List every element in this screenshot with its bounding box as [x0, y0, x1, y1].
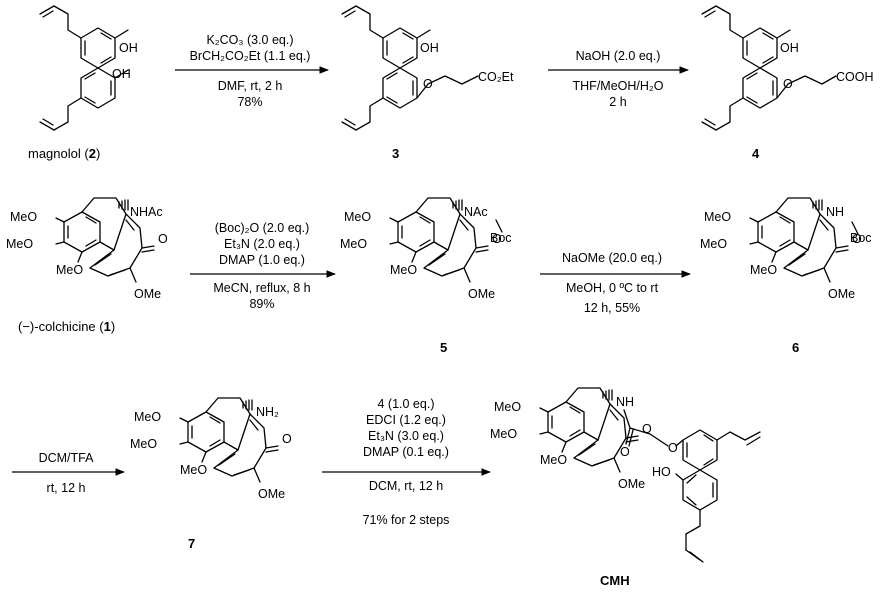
- svg-text:(Boc)₂O (2.0 eq.): (Boc)₂O (2.0 eq.): [215, 221, 309, 235]
- compound-4: OH O COOH 4: [701, 5, 874, 161]
- svg-text:O: O: [492, 232, 502, 246]
- svg-text:DCM, rt, 12 h: DCM, rt, 12 h: [369, 479, 443, 493]
- svg-text:NAc: NAc: [464, 205, 488, 219]
- svg-text:EDCI (1.2 eq.): EDCI (1.2 eq.): [366, 413, 446, 427]
- svg-text:MeCN, reflux, 8 h: MeCN, reflux, 8 h: [213, 281, 310, 295]
- arrow-step-3: (Boc)₂O (2.0 eq.) Et₃N (2.0 eq.) DMAP (1…: [190, 221, 336, 311]
- compound-3: OH O CO₂Et 3: [341, 5, 514, 161]
- svg-text:DMAP (1.0 eq.): DMAP (1.0 eq.): [219, 253, 305, 267]
- svg-text:NaOH (2.0 eq.): NaOH (2.0 eq.): [576, 49, 661, 63]
- svg-text:THF/MeOH/H₂O: THF/MeOH/H₂O: [573, 79, 664, 93]
- svg-text:OMe: OMe: [258, 487, 285, 501]
- svg-text:2 h: 2 h: [609, 95, 626, 109]
- atom-oh-top: OH: [119, 41, 138, 55]
- atom-oh: OH: [780, 41, 799, 55]
- label-compound-4: 4: [752, 146, 760, 161]
- svg-text:MeO: MeO: [704, 210, 731, 224]
- svg-text:MeO: MeO: [700, 237, 727, 251]
- svg-text:DMF, rt, 2 h: DMF, rt, 2 h: [218, 79, 283, 93]
- svg-text:Et₃N (2.0 eq.): Et₃N (2.0 eq.): [224, 237, 300, 251]
- svg-text:4 (1.0 eq.): 4 (1.0 eq.): [378, 397, 435, 411]
- svg-text:OMe: OMe: [134, 287, 161, 301]
- svg-text:MeO: MeO: [750, 263, 777, 277]
- svg-text:MeO: MeO: [134, 410, 161, 424]
- svg-text:MeO: MeO: [56, 263, 83, 277]
- svg-text:MeO: MeO: [390, 263, 417, 277]
- compound-magnolol: OH OH magnolol (2): [28, 5, 138, 161]
- atom-o: O: [783, 77, 793, 91]
- svg-text:78%: 78%: [237, 95, 262, 109]
- svg-text:BrCH₂CO₂Et (1.1 eq.): BrCH₂CO₂Et (1.1 eq.): [190, 49, 311, 63]
- atom-oh-bottom: OH: [112, 67, 131, 81]
- svg-text:MeO: MeO: [340, 237, 367, 251]
- svg-text:89%: 89%: [249, 297, 274, 311]
- svg-text:MeO: MeO: [130, 437, 157, 451]
- svg-text:OMe: OMe: [828, 287, 855, 301]
- arrow-step-6: 4 (1.0 eq.) EDCI (1.2 eq.) Et₃N (3.0 eq.…: [322, 397, 491, 527]
- svg-text:Et₃N (3.0 eq.): Et₃N (3.0 eq.): [368, 429, 444, 443]
- svg-text:MeO: MeO: [540, 453, 567, 467]
- compound-colchicine: MeO MeO MeO O OMe NHAc (−)-colchicine (1…: [6, 197, 168, 334]
- atom-co2et: CO₂Et: [478, 70, 514, 84]
- svg-text:Boc: Boc: [850, 231, 872, 245]
- svg-text:71% for 2 steps: 71% for 2 steps: [363, 513, 450, 527]
- arrow-step-2: NaOH (2.0 eq.) THF/MeOH/H₂O 2 h: [548, 49, 689, 109]
- atom-cooh: COOH: [836, 70, 874, 84]
- compound-6: MeO MeO MeO O OMe NH Boc 6: [700, 197, 872, 355]
- svg-text:MeO: MeO: [490, 427, 517, 441]
- svg-text:OMe: OMe: [618, 477, 645, 491]
- svg-text:NHAc: NHAc: [130, 205, 163, 219]
- svg-text:rt, 12 h: rt, 12 h: [47, 481, 86, 495]
- svg-text:O: O: [620, 445, 630, 459]
- svg-text:MeO: MeO: [6, 237, 33, 251]
- label-colchicine: (−)-colchicine (1): [18, 319, 115, 334]
- svg-text:O: O: [282, 432, 292, 446]
- svg-text:O: O: [668, 441, 678, 455]
- svg-text:MeO: MeO: [10, 210, 37, 224]
- label-compound-7: 7: [188, 536, 195, 551]
- label-compound-cmh: CMH: [600, 573, 630, 588]
- svg-text:K₂CO₃ (3.0 eq.): K₂CO₃ (3.0 eq.): [206, 33, 293, 47]
- svg-text:HO: HO: [652, 465, 671, 479]
- label-compound-3: 3: [392, 146, 399, 161]
- label-magnolol: magnolol (2): [28, 146, 100, 161]
- arrow-step-5: DCM/TFA rt, 12 h: [12, 451, 125, 495]
- svg-text:O: O: [158, 232, 168, 246]
- label-compound-5: 5: [440, 340, 447, 355]
- svg-text:MeO: MeO: [180, 463, 207, 477]
- svg-text:DMAP (0.1 eq.): DMAP (0.1 eq.): [363, 445, 449, 459]
- svg-text:MeO: MeO: [494, 400, 521, 414]
- svg-text:MeOH, 0 ºC to rt: MeOH, 0 ºC to rt: [566, 281, 659, 295]
- svg-text:OMe: OMe: [468, 287, 495, 301]
- svg-text:O: O: [852, 232, 862, 246]
- svg-text:MeO: MeO: [344, 210, 371, 224]
- svg-text:NH₂: NH₂: [256, 405, 279, 419]
- arrow-step-1: K₂CO₃ (3.0 eq.) BrCH₂CO₂Et (1.1 eq.) DMF…: [175, 33, 329, 109]
- arrow-step-4: NaOMe (20.0 eq.) MeOH, 0 ºC to rt 12 h, …: [540, 251, 691, 315]
- svg-text:NaOMe (20.0 eq.): NaOMe (20.0 eq.): [562, 251, 662, 265]
- svg-text:NH: NH: [826, 205, 844, 219]
- compound-5: MeO MeO MeO O OMe NAc Boc 5: [340, 197, 512, 355]
- atom-oh: OH: [420, 41, 439, 55]
- svg-text:NH: NH: [616, 395, 634, 409]
- svg-text:Boc: Boc: [490, 231, 512, 245]
- svg-text:O: O: [642, 422, 652, 436]
- compound-7: MeO MeO MeO O OMe NH₂ 7: [130, 397, 292, 551]
- svg-text:DCM/TFA: DCM/TFA: [39, 451, 95, 465]
- atom-o: O: [423, 77, 433, 91]
- svg-text:12 h, 55%: 12 h, 55%: [584, 301, 640, 315]
- label-compound-6: 6: [792, 340, 799, 355]
- compound-cmh: MeO MeO MeO O OMe NH O O HO CMH: [490, 387, 761, 588]
